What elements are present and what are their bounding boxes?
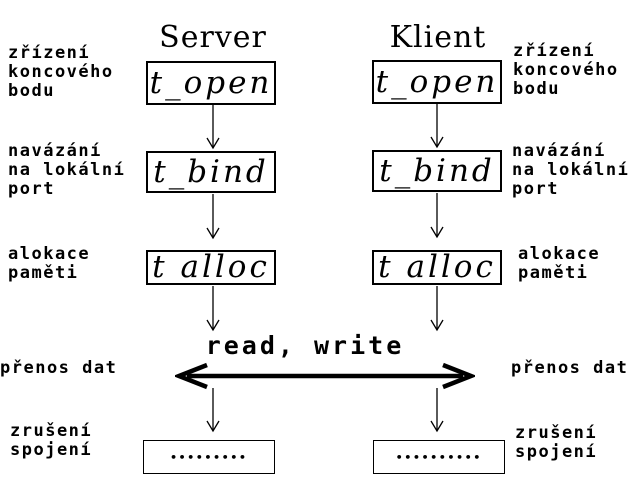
server-t-alloc-box: t alloc: [146, 250, 276, 285]
klient-t-bind-box: t_bind: [372, 150, 502, 192]
label-right-transfer: přenos dat: [511, 358, 629, 378]
klient-t-open-box: t_open: [372, 60, 502, 104]
klient-arrow-bind-to-alloc-icon: [430, 193, 444, 239]
label-right-endpoint: zřízení koncového bodu: [513, 41, 619, 99]
server-arrow-bind-to-alloc-icon: [206, 194, 220, 240]
server-close-box: •••••••••: [143, 440, 275, 474]
server-arrow-transfer-to-close-icon: [206, 388, 220, 433]
double-arrow-horizontal-icon: [175, 362, 475, 390]
server-t-open-box: t_open: [146, 61, 276, 105]
klient-t-alloc-box: t alloc: [372, 250, 502, 285]
label-right-close: zrušení spojení: [515, 423, 598, 462]
server-arrow-alloc-to-transfer-icon: [206, 286, 220, 332]
klient-close-box: ••••••••••: [373, 440, 505, 474]
label-right-alloc: alokace paměti: [518, 244, 601, 283]
label-left-alloc: alokace paměti: [8, 244, 91, 283]
klient-arrow-open-to-bind-icon: [430, 104, 444, 149]
label-right-bind: navázání na lokální port: [512, 141, 630, 199]
label-left-transfer: přenos dat: [0, 358, 118, 378]
server-heading: Server: [159, 20, 267, 55]
klient-heading: Klient: [389, 20, 487, 55]
label-left-close: zrušení spojení: [10, 421, 93, 460]
label-left-bind: navázání na lokální port: [8, 141, 126, 199]
label-left-endpoint: zřízení koncového bodu: [8, 43, 114, 101]
klient-arrow-transfer-to-close-icon: [430, 388, 444, 433]
read-write-label: read, write: [205, 331, 405, 360]
server-t-bind-box: t_bind: [146, 151, 276, 193]
server-arrow-open-to-bind-icon: [206, 105, 220, 150]
klient-arrow-alloc-to-transfer-icon: [430, 286, 444, 332]
